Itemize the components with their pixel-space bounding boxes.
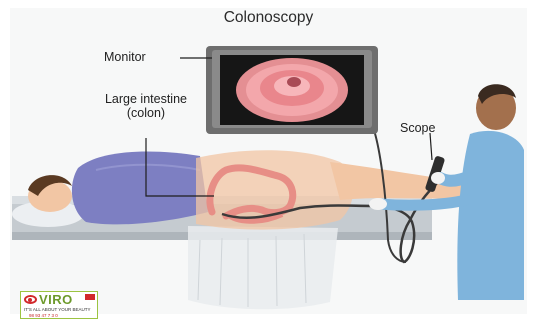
label-scope: Scope (400, 121, 435, 135)
logo-tagline: IT'S ALL ABOUT YOUR BEAUTY (24, 307, 91, 312)
eye-icon (24, 295, 37, 304)
logo-phone: 98 93 47 7 3 0 (29, 313, 58, 318)
patient-gown (72, 152, 208, 225)
diagram-title: Colonoscopy (0, 9, 537, 27)
label-monitor: Monitor (104, 50, 146, 64)
logo-badge (85, 294, 95, 300)
watermark-logo: VIRO IT'S ALL ABOUT YOUR BEAUTY 98 93 47… (20, 291, 98, 319)
label-large-intestine: Large intestine (colon) (100, 92, 192, 120)
monitor (206, 46, 378, 134)
drape (188, 226, 338, 309)
logo-brand: VIRO (39, 292, 73, 307)
